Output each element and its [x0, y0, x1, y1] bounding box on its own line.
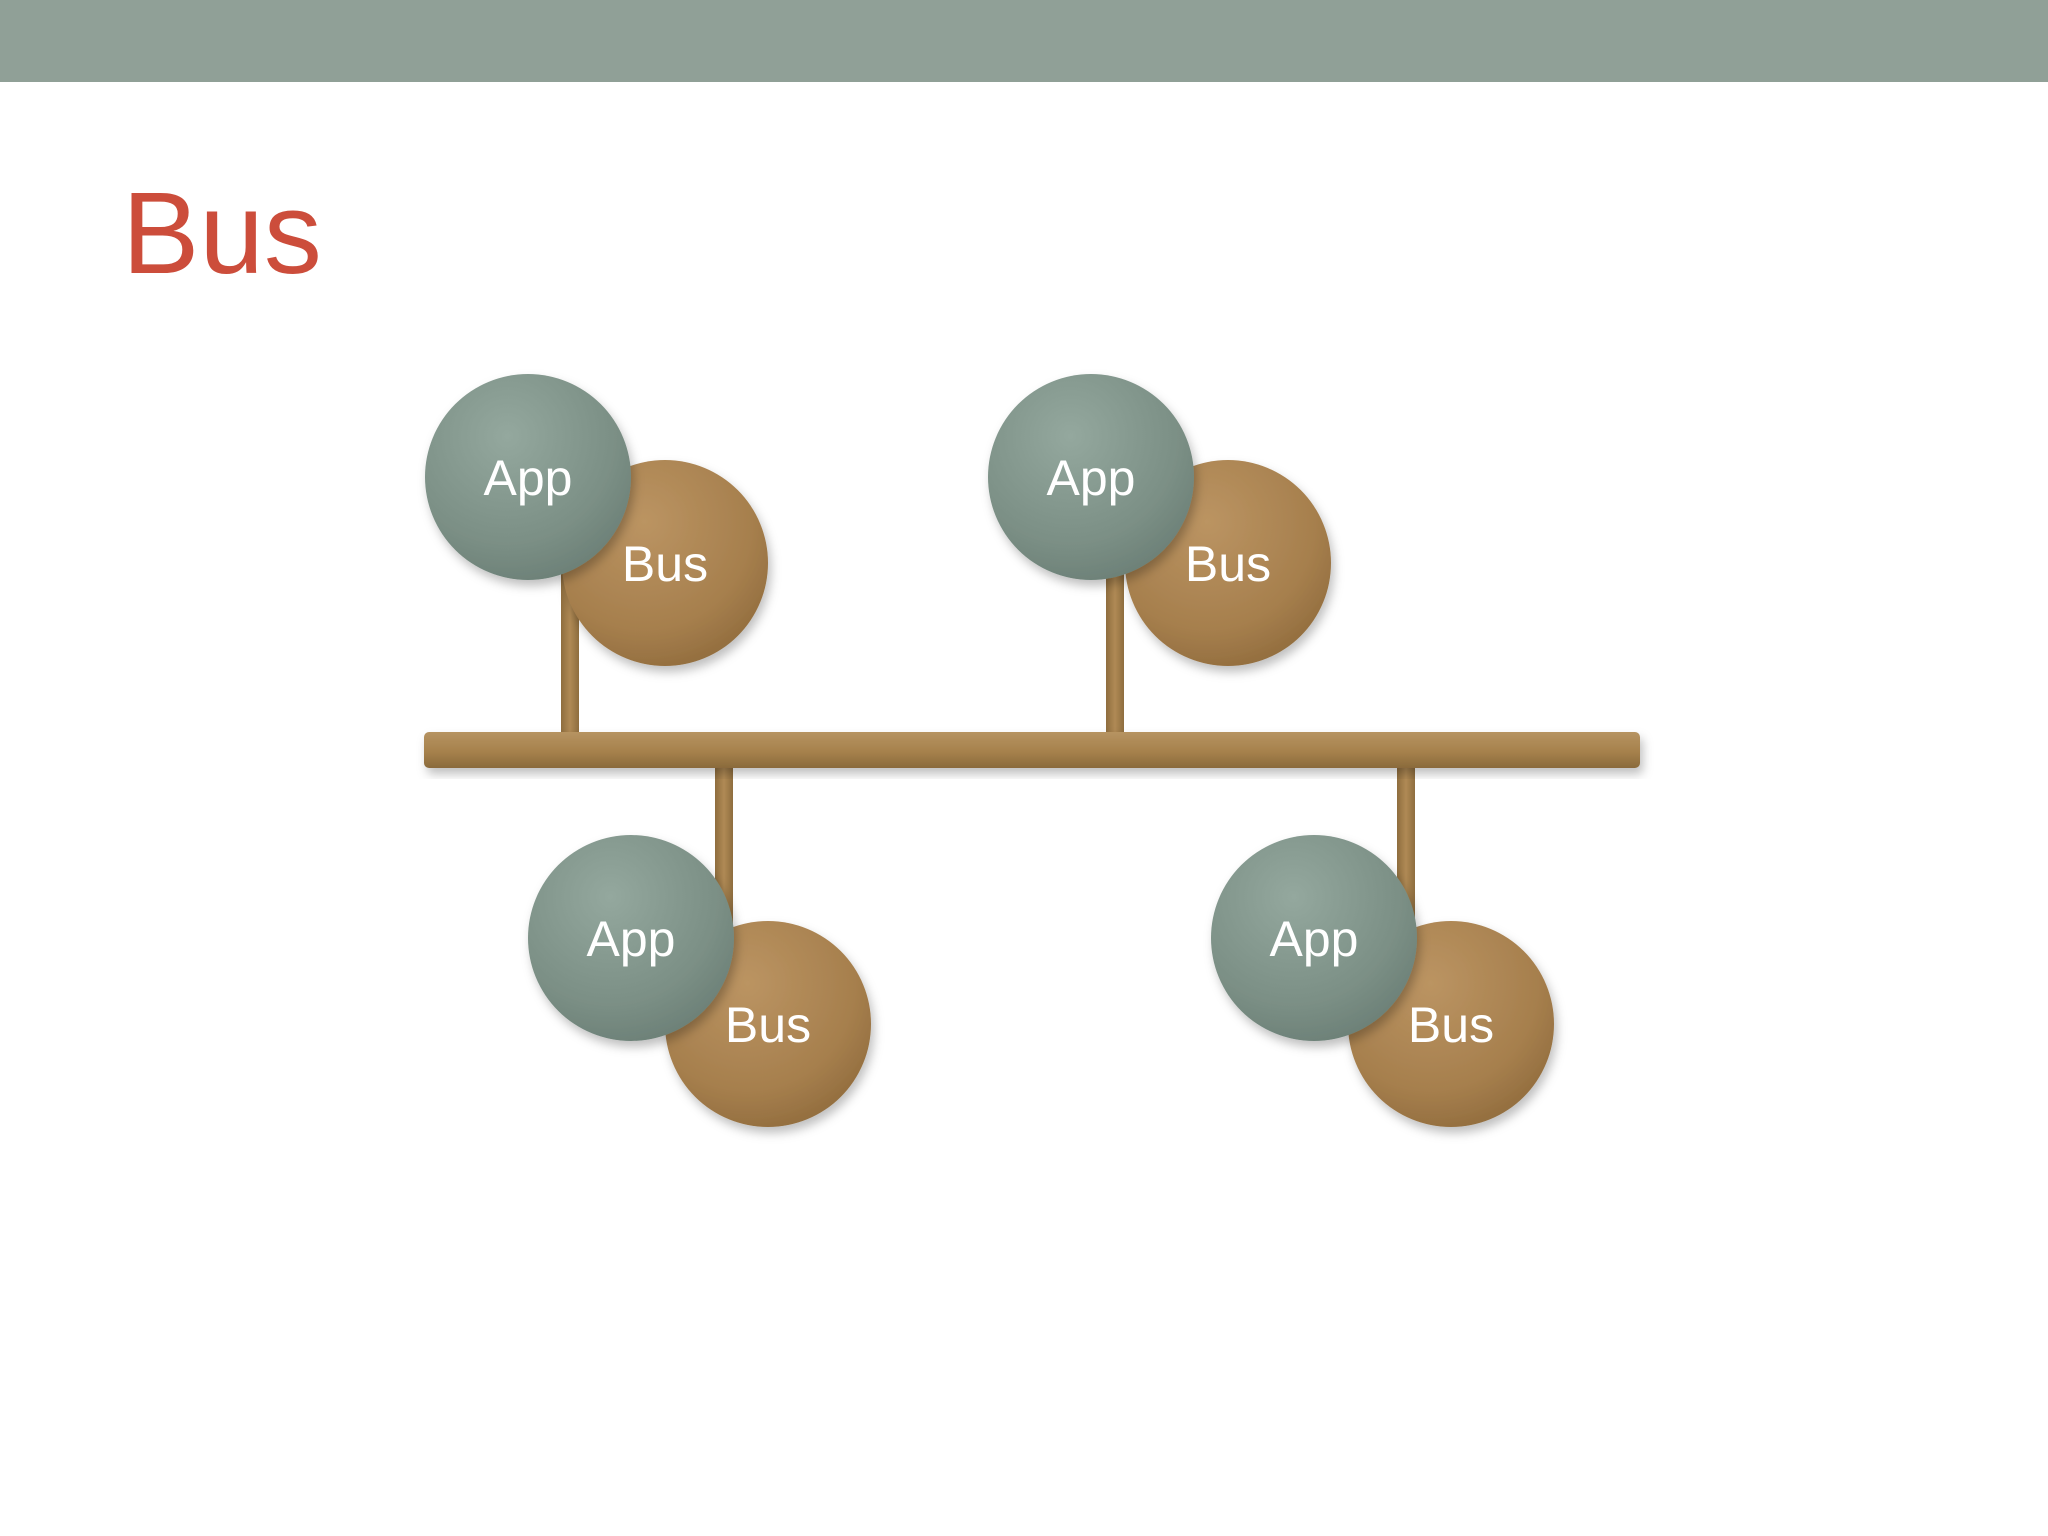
top-band	[0, 0, 2048, 82]
stem-2	[1106, 560, 1124, 734]
node-group-4: Bus App	[1211, 835, 1554, 1127]
bus-bar	[424, 732, 1640, 768]
node-group-2: Bus App	[988, 374, 1331, 666]
bus-circle-label: Bus	[725, 997, 811, 1053]
app-circle	[988, 374, 1194, 580]
bus-circle-label: Bus	[622, 536, 708, 592]
app-circle	[528, 835, 734, 1041]
bus-circle-label: Bus	[1185, 536, 1271, 592]
app-circle-label: App	[587, 911, 676, 967]
app-circle-label: App	[1270, 911, 1359, 967]
app-circle	[425, 374, 631, 580]
slide-title: Bus	[122, 168, 322, 298]
node-group-1: Bus App	[425, 374, 768, 666]
app-circle	[1211, 835, 1417, 1041]
bus-circle-label: Bus	[1408, 997, 1494, 1053]
app-circle-label: App	[1047, 450, 1136, 506]
app-circle-label: App	[484, 450, 573, 506]
node-group-3: Bus App	[528, 835, 871, 1127]
